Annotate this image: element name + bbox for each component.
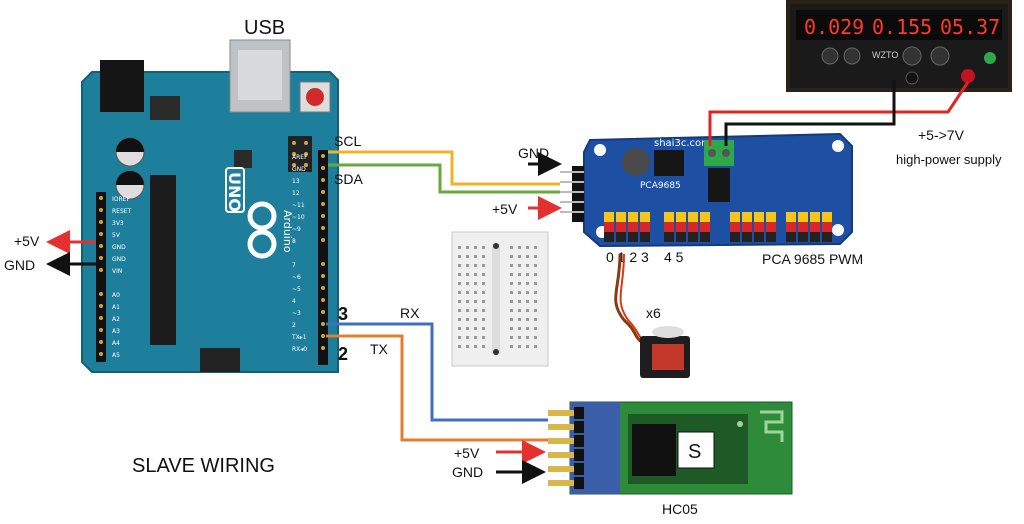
right-pin-label: ~11	[292, 202, 305, 209]
right-pin-label: RX◂0	[292, 346, 307, 353]
pin3-label: 3	[338, 304, 348, 324]
uno-label: UNO	[225, 172, 244, 212]
pwm-5v-label: +5V	[492, 201, 518, 217]
psu-red-wire	[708, 81, 970, 146]
right-pin-label: 8	[292, 238, 296, 245]
right-pin-label: ~3	[292, 310, 301, 317]
left-pin-label: A0	[112, 292, 120, 299]
psu-black-wire	[724, 80, 896, 146]
arduino-logo: UNO Arduino	[225, 167, 294, 259]
mode-badge-label: S	[688, 441, 701, 463]
servo-count-label: x6	[646, 305, 661, 321]
psu-amps-display: 0.155	[872, 15, 932, 39]
psu-terminal-black	[905, 71, 919, 85]
psu-terminal-red	[961, 69, 975, 83]
sda-wire	[328, 163, 560, 194]
psu-brand: WZTO	[872, 50, 898, 60]
left-pin-label: GND	[112, 256, 126, 263]
icsp-header	[200, 348, 240, 372]
right-pin-label: ~5	[292, 286, 301, 293]
psu-setting-display: 05.37	[940, 15, 1000, 39]
right-pin-label: AREF	[292, 154, 308, 161]
right-pin-label: GND	[292, 166, 306, 173]
servo-motor	[614, 253, 690, 378]
right-pin-label: ~10	[292, 214, 305, 221]
left-pin-label: 3V3	[112, 220, 124, 227]
icsp2-header	[288, 136, 312, 172]
power-jack	[100, 60, 144, 112]
pca-left-header	[560, 166, 584, 222]
left-pin-label: A4	[112, 340, 120, 347]
pwm-board-label: PCA 9685 PWM	[762, 251, 863, 267]
servo-headers	[604, 212, 832, 242]
tx-wire	[326, 334, 548, 442]
right-header	[318, 150, 328, 365]
hc05-label: HC05	[662, 501, 698, 517]
pca-vendor-label: shai3c.com	[654, 138, 711, 149]
pca9685-board: shai3c.com PCA9685	[560, 132, 853, 248]
arduino-label: Arduino	[281, 210, 294, 253]
left-pin-label: GND	[112, 244, 126, 251]
scl-wire	[328, 150, 560, 186]
atmega-chip	[150, 175, 176, 345]
right-pin-label: 2	[292, 322, 296, 329]
left-pin-label: RESET	[112, 208, 132, 215]
right-pin-label: ~9	[292, 226, 301, 233]
left-pin-label: A5	[112, 352, 120, 359]
rx-wire	[326, 322, 548, 422]
psu-volts-display: 0.029	[804, 15, 864, 39]
hc05-module: S	[548, 401, 793, 495]
power-supply: 0.029 0.155 05.37 WZTO	[786, 0, 1012, 92]
channels-0-3-label: 0 1 2 3	[606, 249, 649, 265]
supply-voltage-label: +5->7V	[918, 127, 965, 143]
right-pin-label: ~6	[292, 274, 301, 281]
left-5v-label: +5V	[14, 233, 40, 249]
left-gnd-label: GND	[4, 257, 35, 273]
left-header	[96, 192, 106, 362]
left-pin-label: IOREF	[112, 196, 130, 203]
left-pin-label: A2	[112, 316, 120, 323]
right-pin-label: 12	[292, 190, 300, 197]
left-pin-label: A3	[112, 328, 120, 335]
pwm-gnd-label: GND	[518, 145, 549, 161]
psu-terminal-green	[984, 52, 996, 64]
slave-wiring-title: SLAVE WIRING	[132, 455, 275, 477]
usb-label: USB	[244, 17, 285, 39]
hc05-pins	[548, 407, 584, 489]
pca-chip-label: PCA9685	[640, 181, 681, 191]
bt-5v-label: +5V	[454, 445, 480, 461]
mode-badge	[677, 431, 715, 469]
supply-desc-label: high-power supply	[896, 152, 1002, 167]
left-pin-label: A1	[112, 304, 120, 311]
scl-label: SCL	[334, 133, 361, 149]
right-pin-label: 13	[292, 178, 300, 185]
right-pin-label: TX▸1	[291, 334, 307, 341]
left-pin-label: 5V	[112, 232, 121, 239]
tx-label: TX	[370, 341, 389, 357]
channels-4-5-label: 4 5	[664, 249, 684, 265]
psu-knob	[821, 47, 839, 65]
arduino-uno-board: UNO Arduino IOREF RESET 3V3 5V GND GND VIN A0A1…	[81, 39, 339, 373]
psu-knob	[902, 46, 922, 66]
reset-button	[306, 88, 324, 106]
breadboard	[451, 231, 549, 367]
bt-gnd-label: GND	[452, 464, 483, 480]
right-pin-labels: AREF GND 13 12 ~11 ~10 ~9 8 7 ~6 ~5 4 ~3 2TX▸1RX◂0	[291, 154, 325, 353]
left-pin-label: VIN	[112, 268, 122, 275]
right-pin-label: 4	[292, 298, 296, 305]
psu-knob	[843, 47, 861, 65]
pin2-label: 2	[338, 344, 348, 364]
sda-label: SDA	[334, 171, 363, 187]
psu-knob	[930, 46, 950, 66]
rx-label: RX	[400, 305, 420, 321]
right-pin-label: 7	[292, 262, 296, 269]
